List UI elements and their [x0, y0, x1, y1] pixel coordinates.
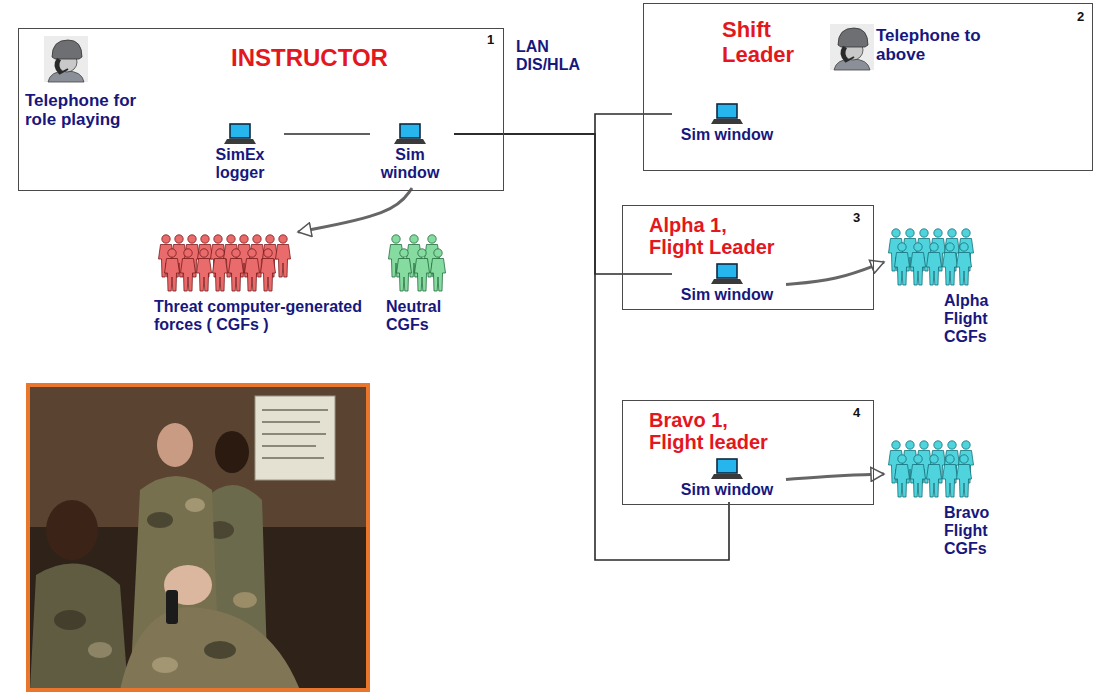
network-label: LAN DIS/HLA	[516, 38, 600, 74]
alpha-figures	[889, 229, 974, 285]
callout-number: 2	[1077, 10, 1091, 25]
workstation: SimEx logger	[200, 122, 284, 188]
callout-number: 4	[853, 406, 867, 421]
bravo-figures	[889, 441, 974, 497]
node-note: Telephone to above	[876, 26, 1006, 64]
threat-figures	[159, 235, 291, 291]
callout-number: 3	[853, 211, 867, 226]
workstation: Sim window	[672, 262, 786, 307]
station-box: Shift Leader Telephone to aboveSim window	[643, 3, 1093, 171]
neutral-figures	[389, 235, 446, 291]
workstation: Sim window	[370, 122, 454, 188]
node-title: Bravo 1, Flight leader	[649, 409, 781, 454]
workstation: Sim window	[672, 457, 786, 502]
node-title: Sim window	[370, 146, 450, 182]
force-group: Neutral CGFs	[380, 232, 452, 340]
control-arrow	[298, 188, 412, 232]
telephone-icon	[44, 36, 88, 82]
node-title: Neutral CGFs	[386, 298, 448, 334]
force-group: Alpha Flight CGFs	[884, 226, 1010, 354]
network-link	[284, 133, 370, 135]
network-link	[454, 114, 672, 134]
station-box: Bravo 1, Flight leaderSim window	[622, 400, 874, 505]
station-box: Alpha 1, Flight LeaderSim window	[622, 205, 874, 310]
node-title: Alpha 1, Flight Leader	[649, 214, 781, 259]
node-title: SimEx logger	[200, 146, 280, 182]
node-title: Alpha Flight CGFs	[944, 292, 1006, 346]
control-arrow	[786, 262, 884, 285]
node-title: Sim window	[672, 286, 782, 304]
force-group: Threat computer-generated forces ( CGFs …	[148, 232, 374, 340]
telephone-icon	[830, 24, 874, 70]
node-title: Shift Leader	[722, 18, 812, 67]
node-note: Telephone for role playing	[25, 91, 157, 129]
node-title: INSTRUCTOR	[231, 45, 451, 72]
force-group: Bravo Flight CGFs	[884, 438, 1010, 566]
control-arrow	[786, 474, 884, 480]
station-box: INSTRUCTOR Telephone for role playingSimE…	[18, 28, 504, 191]
training-photo	[28, 385, 368, 690]
node-title: Threat computer-generated forces ( CGFs …	[154, 298, 370, 334]
node-title: Sim window	[672, 481, 782, 499]
callout-number: 1	[487, 33, 501, 48]
workstation: Sim window	[672, 102, 786, 147]
node-title: Sim window	[672, 126, 782, 144]
node-title: Bravo Flight CGFs	[944, 504, 1006, 558]
network-link	[454, 134, 672, 274]
